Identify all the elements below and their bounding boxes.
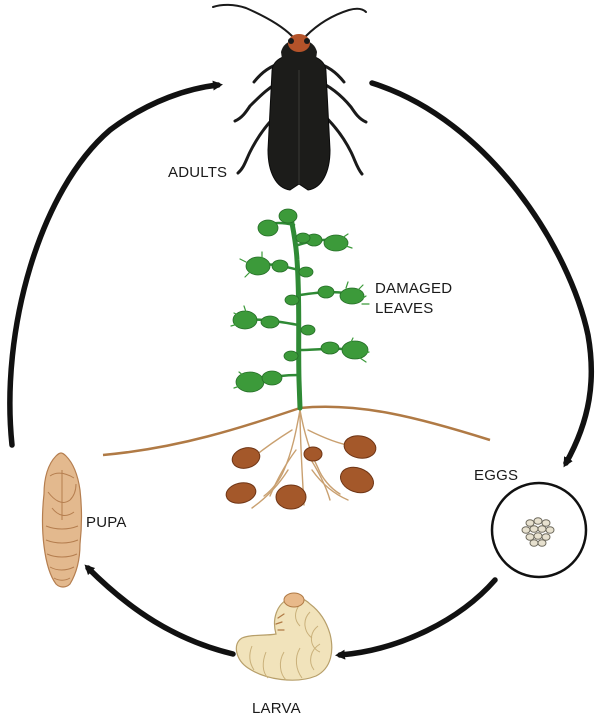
eggs-illustration [492, 483, 586, 577]
eggs-label: EGGS [474, 466, 518, 486]
larva-label: LARVA [252, 699, 301, 719]
larva-illustration [236, 593, 331, 680]
pupa-label: PUPA [86, 513, 127, 533]
damaged-leaves-label-line1: DAMAGED [375, 279, 452, 299]
arrow-larva-to-pupa [88, 568, 233, 654]
pupa-illustration [43, 453, 82, 587]
arrow-pupa-to-adults [10, 85, 218, 445]
arrow-eggs-to-larva [340, 580, 495, 655]
potato-plant-illustration [103, 209, 490, 509]
adult-beetle-illustration [213, 5, 366, 190]
adults-label: ADULTS [168, 163, 227, 183]
damaged-leaves-label-line2: LEAVES [375, 299, 452, 319]
arrow-adults-to-eggs [372, 83, 591, 463]
damaged-leaves-label: DAMAGED LEAVES [375, 279, 452, 319]
